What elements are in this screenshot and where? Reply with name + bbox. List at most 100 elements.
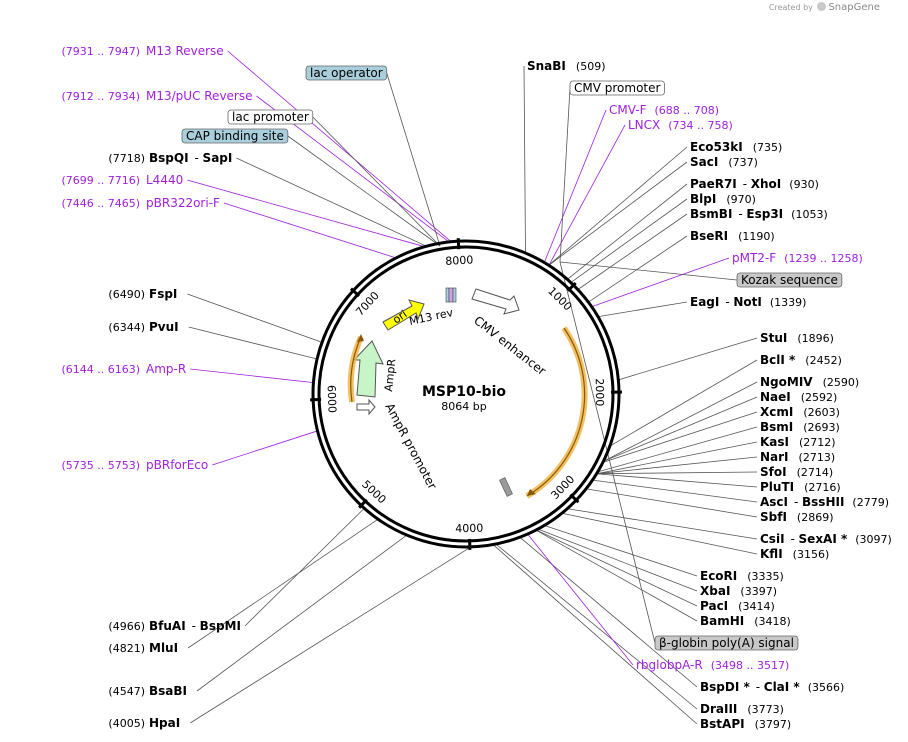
site-name: XcmI [760,405,793,419]
primer-leader [592,257,730,307]
site-name: XbaI [700,584,730,598]
site-name: EagI [690,295,719,309]
cmv-enhancer-feature [471,288,520,315]
site-name: HpaI [149,716,180,730]
primer-pmt2-f: pMT2-F(1239 .. 1258) [732,251,863,265]
snapgene-logo-icon [817,2,827,11]
orf-right-arrowhead [527,489,536,496]
primer-range: (6144 .. 6163) [61,363,140,376]
site-bfuai: (4966)BfuAI-BspMI [108,619,241,633]
site-name-2: ClaI * [764,680,801,694]
site-name: StuI [760,331,787,345]
site-position: (930) [789,178,819,191]
tick-label: 4000 [455,522,483,536]
site-position: (4966) [108,620,145,633]
lac-operator-feature [445,287,450,303]
primer-cmv-f: CMV-F(688 .. 708) [609,103,719,117]
primer-amp-r: (6144 .. 6163)Amp-R [61,362,186,376]
site-name: EcoRI [700,569,737,583]
orf-right-arc [525,326,588,499]
site-name: MluI [149,641,178,655]
primer-pbr322ori-f: (7446 .. 7465)pBR322ori-F [61,196,220,210]
primer-name: LNCX [628,118,660,132]
site-name: NarI [760,450,789,464]
ampr-label: AmpR [382,358,398,392]
feature-box-lac-operator: lac operator [305,65,388,81]
primer-range: (7699 .. 7716) [61,174,140,187]
site-leader [599,301,688,317]
site-csii: CsiI-SexAI *(3097) [760,532,892,546]
primer-lncx: LNCX (734 .. 758) [628,118,733,132]
primer-range: (1239 .. 1258) [784,252,863,265]
site-leader [496,544,698,710]
feature-box-label: lac promoter [232,110,309,124]
site-bseri: BseRI(1190) [690,229,775,243]
site-position: (3335) [747,570,784,583]
annotation-labels: SnaBI(509)Eco53kI(735)SacI(737)PaeR7I-Xh… [61,44,891,731]
primer-leader [527,534,634,666]
site-position: (2716) [804,481,841,494]
site-name: CsiI [760,532,785,546]
primer-name: pBRforEco [146,458,208,472]
primer-range: (734 .. 758) [668,119,733,132]
site-name: BspDI * [700,680,750,694]
site-kfli: KflI(3156) [760,547,829,561]
backbone-inner [317,245,615,543]
polya-feature [499,477,513,497]
site-leader [189,547,470,724]
site-leader [571,198,688,283]
site-xcmi: XcmI(2603) [760,405,840,419]
tick-label: 6000 [325,385,339,413]
site-position: (6344) [108,321,145,334]
site-bspqi: (7718)BspQI-SapI [108,151,232,165]
feature-box [305,65,388,81]
primer-name: M13/pUC Reverse [146,89,253,103]
site-name: FspI [149,287,177,301]
primer-name: M13 Reverse [146,44,224,58]
site-position: (3773) [747,703,784,716]
site-position: (737) [728,156,758,169]
site-name: BsaBI [149,684,187,698]
tick-mark [569,493,580,504]
site-leader [597,471,758,475]
site-asci: AscI-BssHII(2779) [760,495,889,509]
site-name: DraIII [700,702,737,716]
site-eco53ki: Eco53kI(735) [690,140,782,154]
site-mlui: (4821)MluI [108,641,178,655]
feature-box [227,109,314,125]
site-leader [604,411,758,463]
site-position: (1339) [770,296,807,309]
primer-leader [223,202,395,258]
site-name: SnaBI [527,59,566,73]
feature-box [736,272,843,288]
site-leader [604,381,758,461]
orf-right-core [526,327,586,497]
site-position: (1190) [738,230,775,243]
cmv-enhancer-label: CMV enhancer [471,313,548,378]
site-position: (2693) [803,421,840,434]
site-leader [538,529,698,592]
snapgene-credit: Created by SnapGene [769,2,880,13]
site-leader [244,508,364,627]
primer-l4440: (7699 .. 7716) L4440 [61,173,183,187]
site-name: BstAPI [700,717,745,731]
site-name: BclI * [760,353,796,367]
site-bcli: BclI *(2452) [760,353,842,367]
primer-name: L4440 [146,173,183,187]
site-name-2: BssHII [802,495,844,509]
backbone-outer [311,239,621,549]
site-name: BamHI [700,614,744,628]
tick-label: 8000 [445,253,474,267]
site-stui: StuI(1896) [760,331,834,345]
site-blpi: BlpI(970) [690,192,756,206]
site-kasi: KasI(2712) [760,435,836,449]
site-name: BlpI [690,192,716,206]
primer-m13-puc-reverse: (7912 .. 7934)M13/pUC Reverse [61,89,252,103]
site-bamhi: BamHI(3418) [700,614,791,628]
site-name: SacI [690,155,718,169]
site-leader [597,441,758,474]
site-leader [520,537,698,688]
feature-leader [559,87,571,263]
site-position: (3097) [855,533,892,546]
